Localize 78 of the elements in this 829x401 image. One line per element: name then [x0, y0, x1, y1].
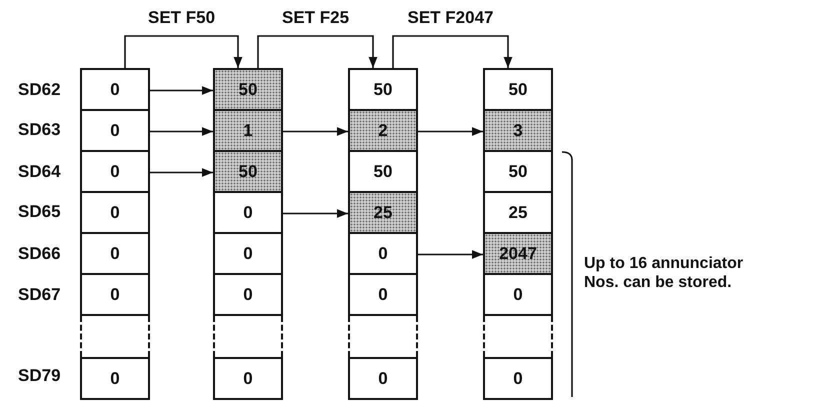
arrow — [124, 35, 242, 68]
cell-value: 0 — [110, 80, 120, 100]
register-cell — [213, 275, 283, 316]
register-cell — [80, 70, 150, 111]
register-cell — [348, 70, 418, 111]
cell-value: 0 — [243, 284, 253, 304]
arrow — [418, 127, 483, 136]
cell-value: 50 — [374, 80, 392, 100]
register-cell — [483, 234, 553, 275]
cell-value: 0 — [110, 162, 120, 182]
register-cell — [483, 152, 553, 193]
register-name: SD63 — [18, 120, 61, 140]
register-cell — [348, 193, 418, 234]
cell-value: 3 — [513, 120, 523, 140]
register-cell — [213, 152, 283, 193]
arrow — [150, 127, 213, 136]
cell-value: 0 — [110, 244, 120, 264]
register-cell — [213, 70, 283, 111]
cell-value: 0 — [513, 368, 523, 388]
cell-value: 50 — [238, 162, 258, 182]
cell-value: 25 — [508, 202, 528, 222]
register-name: SD65 — [18, 202, 61, 222]
register-cell — [348, 275, 418, 316]
register-column — [213, 68, 283, 400]
cell-value: 1 — [243, 120, 253, 140]
arrow — [283, 127, 348, 136]
register-cell — [348, 357, 418, 398]
register-cell — [348, 111, 418, 152]
cell-value: 0 — [110, 202, 120, 222]
arrow — [283, 209, 348, 218]
register-name: SD67 — [18, 285, 61, 305]
register-cell — [483, 193, 553, 234]
register-cell — [80, 111, 150, 152]
cell-value: 0 — [243, 202, 253, 222]
cell-value: 0 — [110, 284, 120, 304]
register-cell — [213, 234, 283, 275]
cell-value: 0 — [513, 284, 523, 304]
register-name: SD66 — [18, 244, 61, 264]
cell-value: 2 — [378, 120, 388, 140]
cell-value: 50 — [508, 162, 528, 182]
register-column — [80, 68, 150, 400]
register-cell — [348, 234, 418, 275]
cell-value: 25 — [374, 202, 392, 222]
arrow — [150, 86, 213, 95]
cell-value: 0 — [243, 244, 253, 264]
register-cell — [213, 193, 283, 234]
cell-value: 50 — [238, 80, 258, 100]
cell-value: 2047 — [499, 244, 537, 264]
arrow — [392, 35, 512, 68]
register-name: SD64 — [18, 162, 61, 182]
arrow — [418, 250, 483, 259]
register-cell — [213, 111, 283, 152]
arrow — [257, 35, 378, 68]
register-cell — [80, 193, 150, 234]
register-cell — [348, 152, 418, 193]
note-text: Up to 16 annunciator Nos. can be stored. — [584, 254, 744, 292]
cell-value: 0 — [378, 368, 388, 388]
register-cell — [80, 357, 150, 398]
cell-value: 50 — [374, 162, 392, 182]
register-cell — [80, 275, 150, 316]
cell-value: 50 — [508, 80, 528, 100]
register-column — [483, 68, 553, 400]
cell-value: 0 — [243, 368, 253, 388]
register-cell — [80, 152, 150, 193]
cell-value: 0 — [110, 368, 120, 388]
register-cell — [483, 357, 553, 398]
cell-value: 0 — [378, 244, 388, 264]
register-cell — [483, 111, 553, 152]
register-cell — [213, 357, 283, 398]
register-name: SD62 — [18, 80, 61, 100]
cell-value: 0 — [378, 284, 388, 304]
cell-value: 0 — [110, 120, 120, 140]
register-cell — [483, 275, 553, 316]
register-column — [348, 68, 418, 400]
arrow — [150, 168, 213, 177]
register-name: SD79 — [18, 366, 61, 386]
register-cell — [80, 234, 150, 275]
register-cell — [483, 70, 553, 111]
